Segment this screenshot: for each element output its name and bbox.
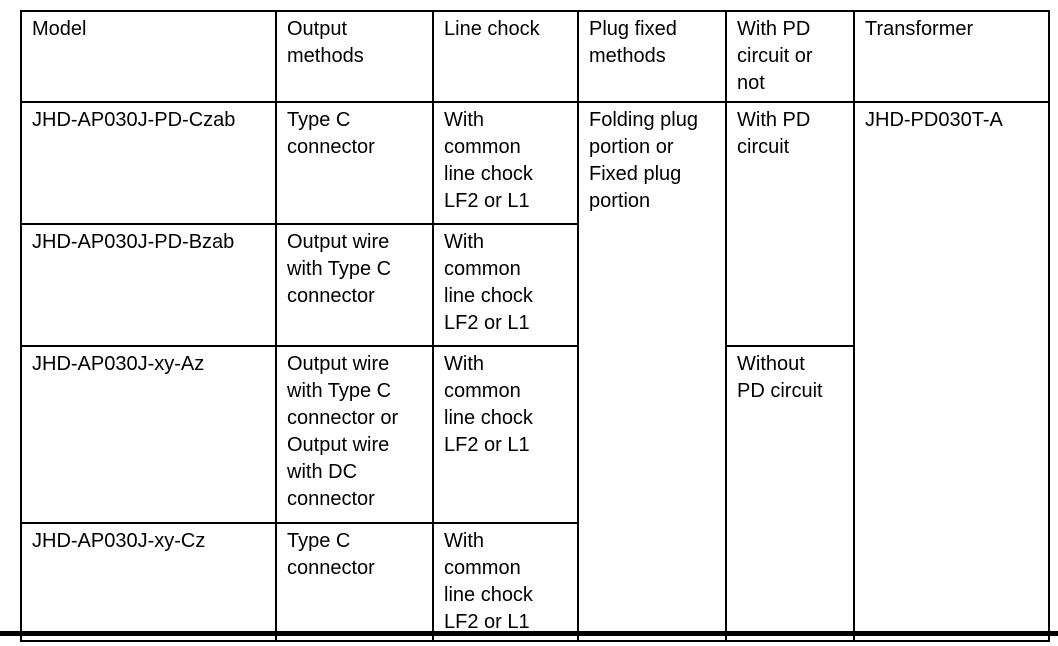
table-header-row: Model Output methods Line chock Plug fix… <box>20 10 1050 103</box>
cell-line-chock: With common line chock LF2 or L1 <box>432 101 579 225</box>
cell-output-methods: Type C connector <box>275 101 434 225</box>
cell-line-chock: With common line chock LF2 or L1 <box>432 345 579 524</box>
cell-model: JHD-AP030J-PD-Bzab <box>20 223 277 347</box>
cell-transformer-merged: JHD-PD030T-A <box>853 101 1050 642</box>
header-cell-with-pd-circuit-or-not: With PD circuit or not <box>725 10 855 103</box>
cell-without-pd-circuit-merged: Without PD circuit <box>725 345 855 642</box>
header-cell-plug-fixed-methods: Plug fixed methods <box>577 10 727 103</box>
cell-output-methods: Output wire with Type C connector <box>275 223 434 347</box>
cell-with-pd-circuit-merged: With PD circuit <box>725 101 855 347</box>
table-row: JHD-AP030J-xy-Az Output wire with Type C… <box>20 345 1049 642</box>
cell-model: JHD-AP030J-xy-Az <box>20 345 277 524</box>
model-spec-table: Model Output methods Line chock Plug fix… <box>20 10 1050 642</box>
header-cell-model: Model <box>20 10 277 103</box>
table-row: JHD-AP030J-xy-Cz Type C connector With c… <box>20 522 1049 642</box>
header-cell-output-methods: Output methods <box>275 10 434 103</box>
page-bottom-rule <box>0 631 1058 636</box>
table-row: JHD-AP030J-PD-Bzab Output wire with Type… <box>20 223 1049 347</box>
cell-model: JHD-AP030J-xy-Cz <box>20 522 277 642</box>
cell-plug-fixed-methods-merged: Folding plug portion or Fixed plug porti… <box>577 101 727 642</box>
cell-output-methods: Output wire with Type C connector or Out… <box>275 345 434 524</box>
cell-line-chock: With common line chock LF2 or L1 <box>432 522 579 642</box>
table-row: JHD-AP030J-PD-Czab Type C connector With… <box>20 101 1050 642</box>
cell-model: JHD-AP030J-PD-Czab <box>20 101 277 225</box>
cell-line-chock: With common line chock LF2 or L1 <box>432 223 579 347</box>
cell-output-methods: Type C connector <box>275 522 434 642</box>
header-cell-transformer: Transformer <box>853 10 1050 103</box>
header-cell-line-chock: Line chock <box>432 10 579 103</box>
